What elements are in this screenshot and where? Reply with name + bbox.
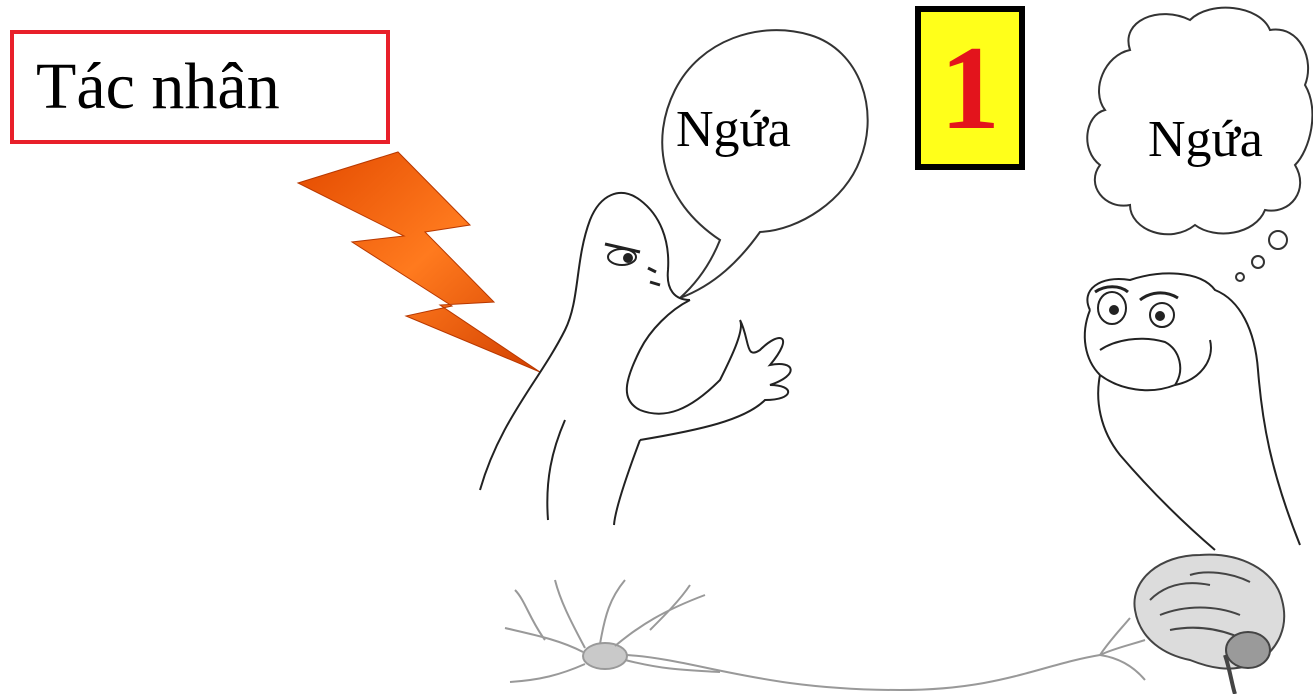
speech-bubble [662, 30, 867, 298]
brain-icon [1134, 555, 1284, 694]
thinking-character-icon [1085, 273, 1300, 550]
cartoon-character-icon [480, 193, 791, 525]
step-number: 1 [940, 28, 1000, 148]
neuron-icon [505, 580, 1145, 690]
thought-bubble-text: Ngứa [1148, 114, 1263, 166]
step-number-badge: 1 [915, 6, 1025, 170]
agent-label-box: Tác nhân [10, 30, 390, 144]
agent-label: Tác nhân [36, 54, 280, 120]
lightning-bolt-icon [298, 152, 540, 372]
speech-bubble-text: Ngứa [676, 104, 791, 156]
